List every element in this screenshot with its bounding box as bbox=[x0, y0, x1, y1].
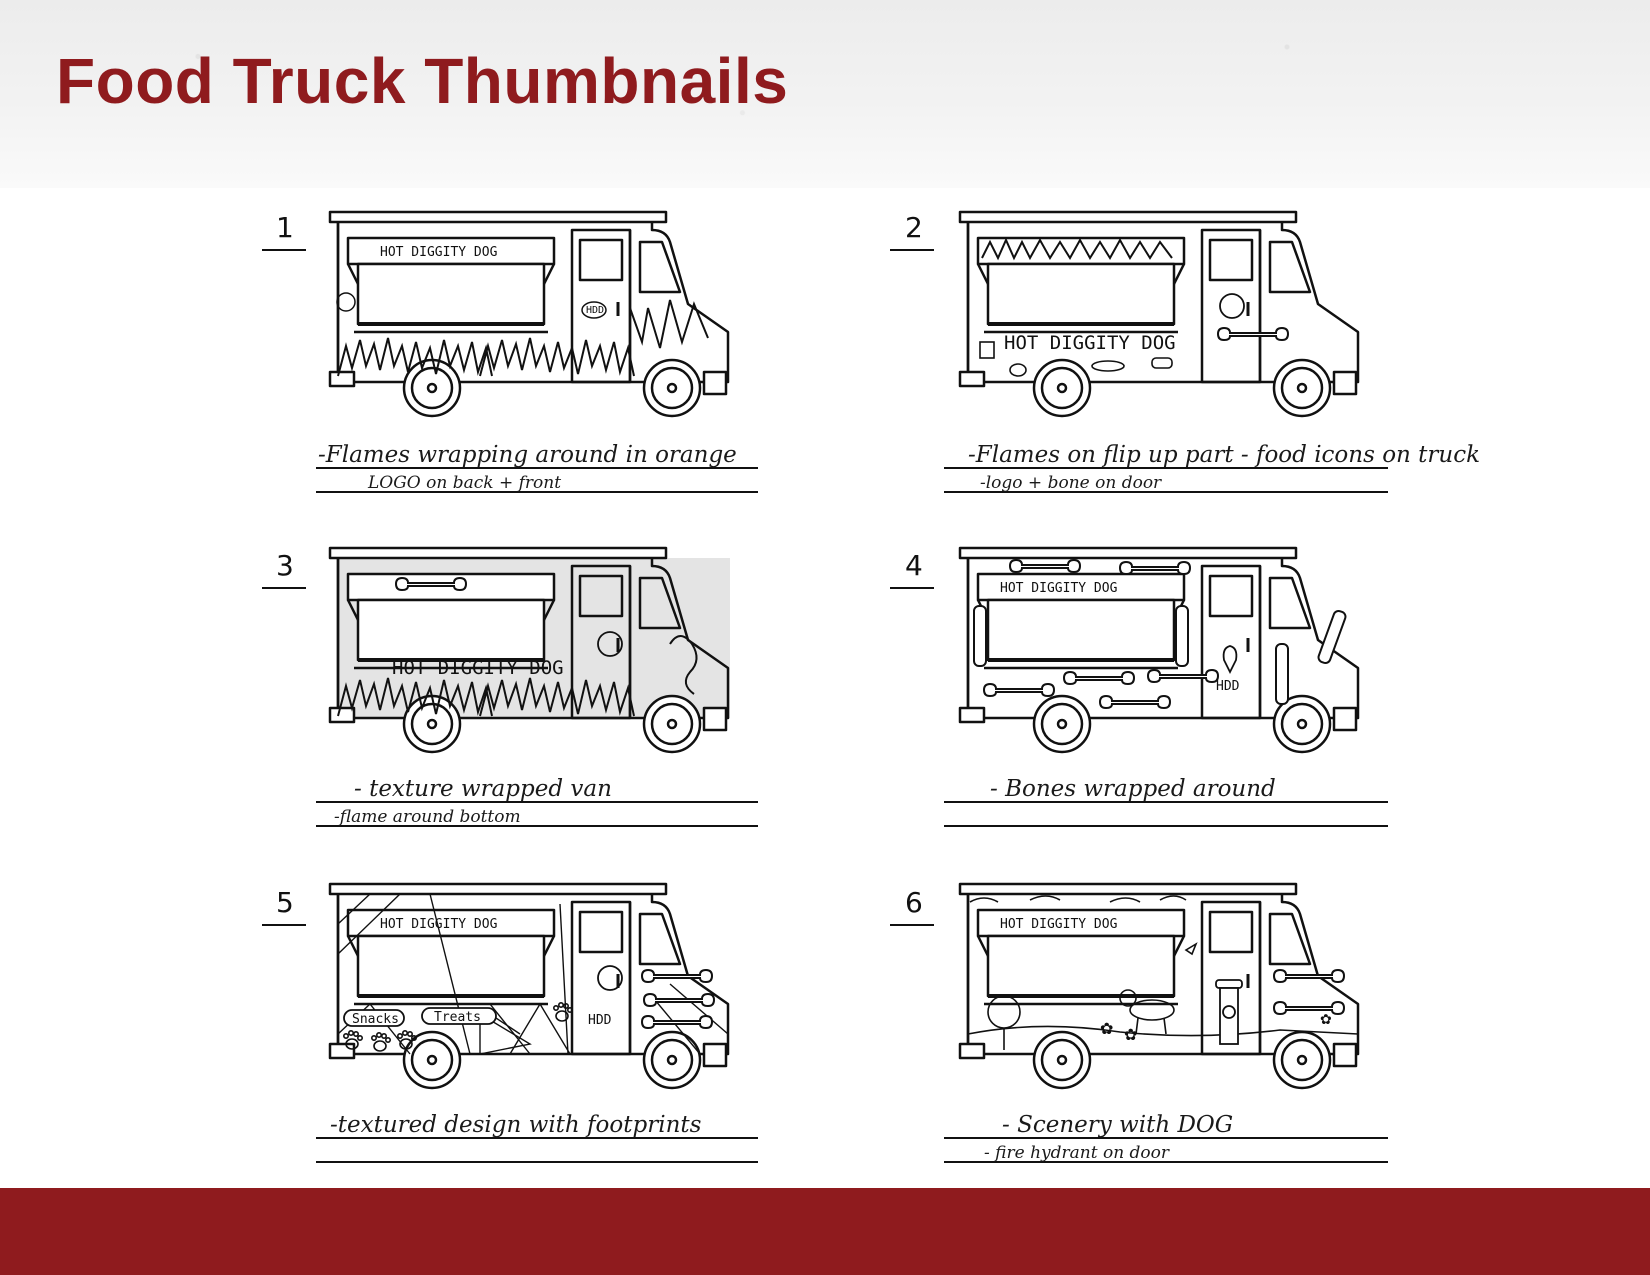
design-note: -flame around bottom bbox=[334, 807, 521, 827]
truck-sketch: Snacks Treats HOT DIGGITY DOG HDD bbox=[328, 882, 730, 1090]
thumbnail-number: 2 bbox=[905, 211, 923, 244]
thumbnail-number: 1 bbox=[276, 211, 294, 244]
truck-sketch: HOT DIGGITY DOG bbox=[958, 210, 1360, 418]
truck-sketch: HOT DIGGITY DOG HDD bbox=[958, 546, 1360, 754]
design-note: -Flames on flip up part - food icons on … bbox=[968, 442, 1480, 468]
hotdog-icon bbox=[1091, 360, 1125, 372]
footer-band bbox=[0, 1188, 1650, 1275]
burger-icon bbox=[1009, 363, 1027, 377]
paw-print bbox=[370, 1032, 392, 1052]
bone-decoration bbox=[643, 993, 715, 1007]
flower-icon: ✿ bbox=[1124, 1027, 1137, 1044]
design-note: - Scenery with DOG bbox=[1002, 1112, 1233, 1138]
bone-decoration bbox=[1273, 969, 1345, 983]
thumbnail-5: 5 Snacks Treats HOT DIGGITY DOG HDD -t bbox=[262, 882, 758, 1163]
bone-decoration bbox=[1273, 1001, 1345, 1015]
thumbnail-3: 3 HOT DIGGITY DOG - texture wrapped van … bbox=[262, 546, 758, 827]
hotdog-icon bbox=[1151, 357, 1173, 369]
truck-sketch: HOT DIGGITY DOG bbox=[328, 546, 730, 754]
truck-logo-text: Snacks bbox=[352, 1012, 399, 1027]
truck-sketch: HOT DIGGITY DOG ✿ ✿ ✿ bbox=[958, 882, 1360, 1090]
logo-badge bbox=[1219, 293, 1245, 319]
thumbnail-number: 5 bbox=[276, 886, 294, 919]
bone-decoration bbox=[1099, 695, 1171, 709]
flower-icon: ✿ bbox=[1320, 1011, 1332, 1027]
truck-logo-text: HOT DIGGITY DOG bbox=[380, 245, 498, 260]
thumbnail-number: 3 bbox=[276, 549, 294, 582]
cloud-decoration bbox=[969, 895, 1187, 903]
page-title: Food Truck Thumbnails bbox=[56, 45, 789, 117]
tree-decoration bbox=[987, 995, 1021, 1029]
thumbnail-1: 1 HOT DIGGITY DOG HDD -Flames wrapping a… bbox=[262, 210, 758, 493]
ground-line bbox=[967, 1025, 1359, 1037]
logo-badge bbox=[336, 292, 356, 312]
logo-badge bbox=[597, 631, 623, 657]
truck-sketch: HOT DIGGITY DOG HDD bbox=[328, 210, 730, 418]
logo-badge bbox=[597, 965, 623, 991]
thumbnail-number: 6 bbox=[905, 886, 923, 919]
truck-logo-text: HOT DIGGITY DOG bbox=[1000, 581, 1118, 596]
design-note: - fire hydrant on door bbox=[984, 1143, 1170, 1163]
thumbnail-6: 6 HOT DIGGITY DOG ✿ ✿ ✿ bbox=[890, 882, 1388, 1163]
header-banner: Food Truck Thumbnails bbox=[0, 0, 1650, 188]
truck-logo-text: HDD bbox=[586, 305, 604, 316]
design-note: -Flames wrapping around in orange bbox=[318, 442, 737, 468]
fries-icon bbox=[979, 341, 995, 359]
design-note: - texture wrapped van bbox=[354, 776, 612, 802]
bone-decoration bbox=[641, 969, 713, 983]
bone-decoration bbox=[983, 683, 1055, 697]
truck-logo-text: HOT DIGGITY DOG bbox=[1004, 332, 1176, 354]
logo-badge bbox=[1222, 645, 1238, 675]
design-note: LOGO on back + front bbox=[367, 473, 561, 493]
bone-decoration bbox=[1147, 669, 1219, 683]
flower-icon: ✿ bbox=[1100, 1021, 1113, 1038]
dog-drawing bbox=[1119, 989, 1175, 1035]
fire-hydrant-drawing bbox=[1215, 979, 1243, 1045]
truck-logo-text: HDD bbox=[588, 1013, 612, 1028]
flames-decoration bbox=[981, 237, 1173, 261]
design-note: - Bones wrapped around bbox=[990, 776, 1276, 802]
truck-logo-text: HDD bbox=[1216, 679, 1240, 694]
thumbnail-2: 2 HOT DIGGITY DOG -Flames on flip up par… bbox=[890, 210, 1480, 493]
design-note: -logo + bone on door bbox=[980, 473, 1162, 493]
truck-logo-text: Treats bbox=[434, 1010, 481, 1025]
thumbnail-4: 4 HOT DIGGITY DOG HDD - Bones wrapped ar… bbox=[890, 546, 1388, 827]
truck-logo-text: HOT DIGGITY DOG bbox=[380, 917, 498, 932]
thumbnail-number: 4 bbox=[905, 549, 923, 582]
bone-decoration bbox=[1063, 671, 1135, 685]
truck-logo-text: HOT DIGGITY DOG bbox=[1000, 917, 1118, 932]
bone-decoration bbox=[1119, 561, 1191, 575]
design-note: -textured design with footprints bbox=[330, 1112, 702, 1138]
paw-print bbox=[552, 1001, 574, 1022]
bone-decoration bbox=[1217, 327, 1289, 341]
truck-logo-text: HOT DIGGITY DOG bbox=[392, 657, 564, 679]
flames-decoration bbox=[479, 337, 635, 377]
bone-decoration bbox=[1009, 559, 1081, 573]
